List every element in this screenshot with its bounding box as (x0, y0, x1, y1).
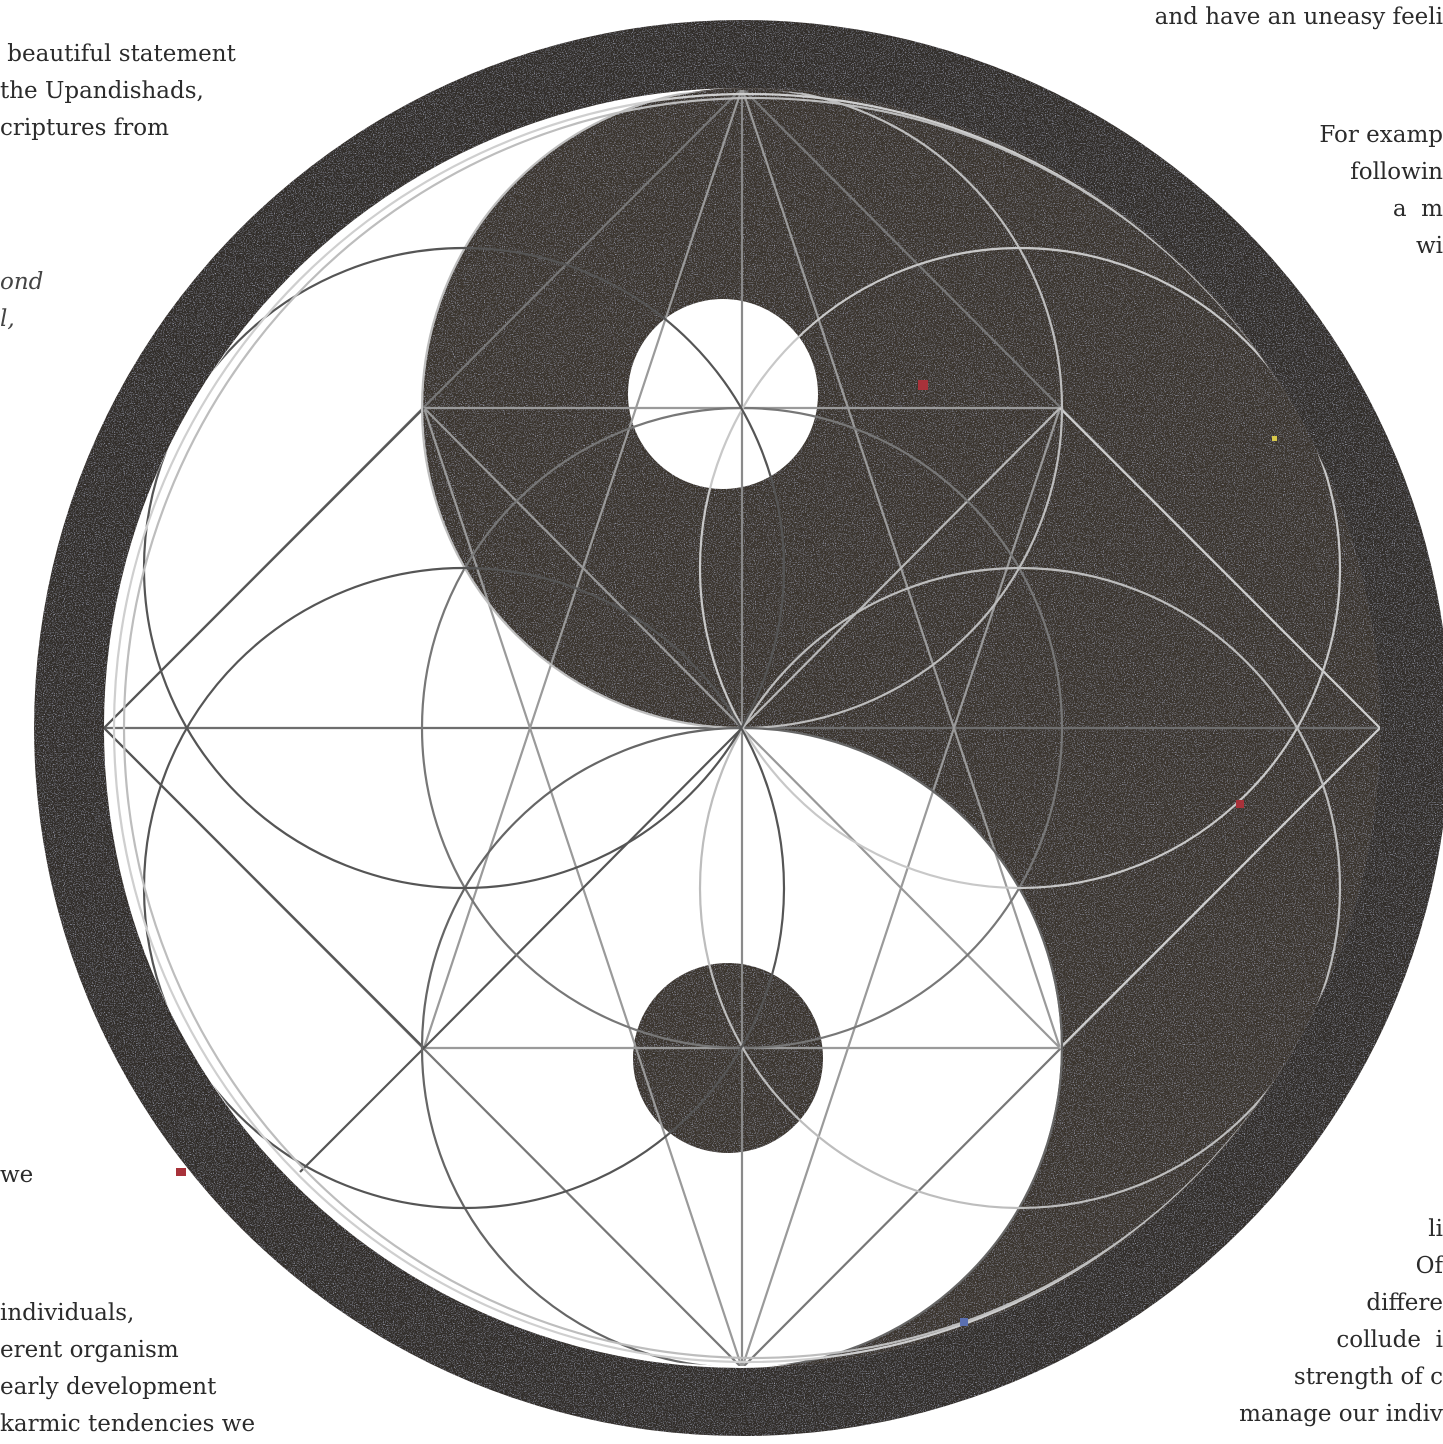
left-italic-line-2: l, (0, 302, 15, 336)
left-bottom-line-2: erent organism (0, 1333, 179, 1367)
right-bottom-line-2: Of (1416, 1249, 1443, 1283)
geometry-lines (104, 88, 1384, 1368)
right-top-line-4: wi (1416, 229, 1443, 263)
left-bottom-line-4: karmic tendencies we (0, 1407, 255, 1441)
outer-ring (34, 20, 1443, 1436)
speckle-red-2 (1236, 800, 1244, 808)
yang-dark-dot (633, 963, 823, 1153)
speckle-yellow-1 (1272, 436, 1277, 441)
speckle-red-1 (918, 380, 928, 390)
right-bottom-line-4: collude i (1336, 1323, 1443, 1357)
right-bottom-line-5: strength of c (1294, 1360, 1443, 1394)
right-top-line-3: a m (1393, 192, 1443, 226)
yin-dark-half (423, 88, 1380, 1368)
right-bottom-line-3: differe (1366, 1286, 1443, 1320)
speckle-blue-1 (960, 1318, 968, 1326)
left-bottom-line-3: early development (0, 1370, 216, 1404)
right-top-line-0: and have an uneasy feeli (1155, 0, 1443, 34)
yin-light-dot (628, 299, 818, 489)
speckle-red-3 (176, 1168, 186, 1176)
left-we-line: we (0, 1158, 33, 1192)
left-top-line-1: beautiful statement (0, 37, 236, 71)
left-bottom-line-1: individuals, (0, 1296, 134, 1330)
right-top-line-2: followin (1350, 155, 1443, 189)
right-bottom-line-1: li (1428, 1212, 1443, 1246)
left-italic-line-1: ond (0, 265, 43, 299)
left-top-line-2: the Upandishads, (0, 74, 204, 108)
left-top-line-3: criptures from (0, 111, 169, 145)
right-bottom-line-6: manage our indiv (1239, 1397, 1443, 1431)
right-top-line-1: For examp (1319, 118, 1443, 152)
